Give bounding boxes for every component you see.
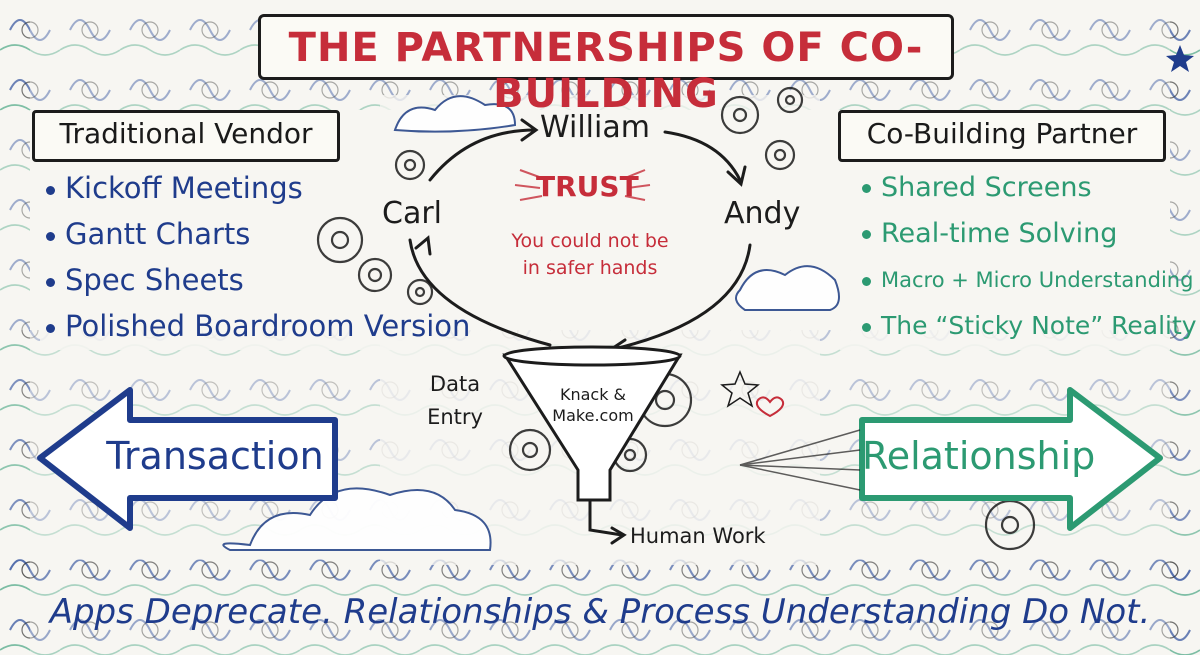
list-item-label: Polished Boardroom Version (65, 309, 471, 343)
bullet-icon (46, 231, 55, 241)
list-item: Gantt Charts (46, 214, 470, 260)
bullet-icon (862, 184, 871, 193)
trust-line-2: in safer hands (522, 257, 658, 279)
relationship-arrow-shape (859, 387, 1163, 531)
bullet-icon (46, 323, 55, 333)
list-item-label: Real-time Solving (881, 218, 1118, 249)
co-building-partner-banner: Co-Building Partner (838, 110, 1166, 162)
funnel-icon (502, 345, 683, 502)
bullet-icon (862, 322, 871, 332)
page-title: THE PARTNERSHIPS OF CO-BUILDING (288, 25, 924, 117)
list-item: Shared Screens (862, 168, 1197, 214)
bullet-icon (862, 276, 871, 286)
list-item-label: The “Sticky Note” Reality (881, 311, 1197, 340)
list-item-label: Macro + Micro Understanding (881, 268, 1194, 292)
list-item: Spec Sheets (46, 260, 470, 306)
data-entry-label-1: Data (429, 372, 481, 396)
funnel-label-2: Make.com (552, 406, 634, 425)
list-item-label: Shared Screens (881, 172, 1092, 203)
trust-title: TRUST (536, 170, 639, 203)
traditional-vendor-list: Kickoff Meetings Gantt Charts Spec Sheet… (46, 168, 470, 352)
footer-tagline: Apps Deprecate. Relationships & Process … (49, 592, 1151, 632)
list-item: Real-time Solving (862, 214, 1197, 260)
bullet-icon (46, 277, 55, 287)
traditional-vendor-heading: Traditional Vendor (59, 117, 313, 150)
person-carl: Carl (382, 196, 442, 231)
transaction-label: Transaction (106, 434, 324, 478)
person-william: William (540, 110, 650, 145)
traditional-vendor-banner: Traditional Vendor (32, 110, 340, 162)
trust-line-1: You could not be (511, 230, 669, 252)
co-building-partner-heading: Co-Building Partner (866, 117, 1138, 150)
co-building-partner-list: Shared Screens Real-time Solving Macro +… (862, 168, 1197, 352)
human-work-label: Human Work (630, 524, 766, 548)
list-item: The “Sticky Note” Reality (862, 306, 1197, 352)
person-andy: Andy (724, 196, 801, 231)
bullet-icon (46, 185, 55, 195)
relationship-label: Relationship (862, 434, 1096, 478)
funnel-label-1: Knack & (559, 385, 627, 404)
list-item: Macro + Micro Understanding (862, 260, 1197, 306)
data-entry-label-2: Entry (427, 405, 483, 429)
title-banner: THE PARTNERSHIPS OF CO-BUILDING (258, 14, 954, 117)
bullet-icon (862, 230, 871, 239)
transaction-arrow-shape (37, 387, 338, 531)
list-item-label: Gantt Charts (65, 217, 251, 251)
list-item: Kickoff Meetings (46, 168, 470, 214)
list-item: Polished Boardroom Version (46, 306, 470, 352)
list-item-label: Kickoff Meetings (65, 171, 303, 205)
list-item-label: Spec Sheets (65, 263, 244, 297)
